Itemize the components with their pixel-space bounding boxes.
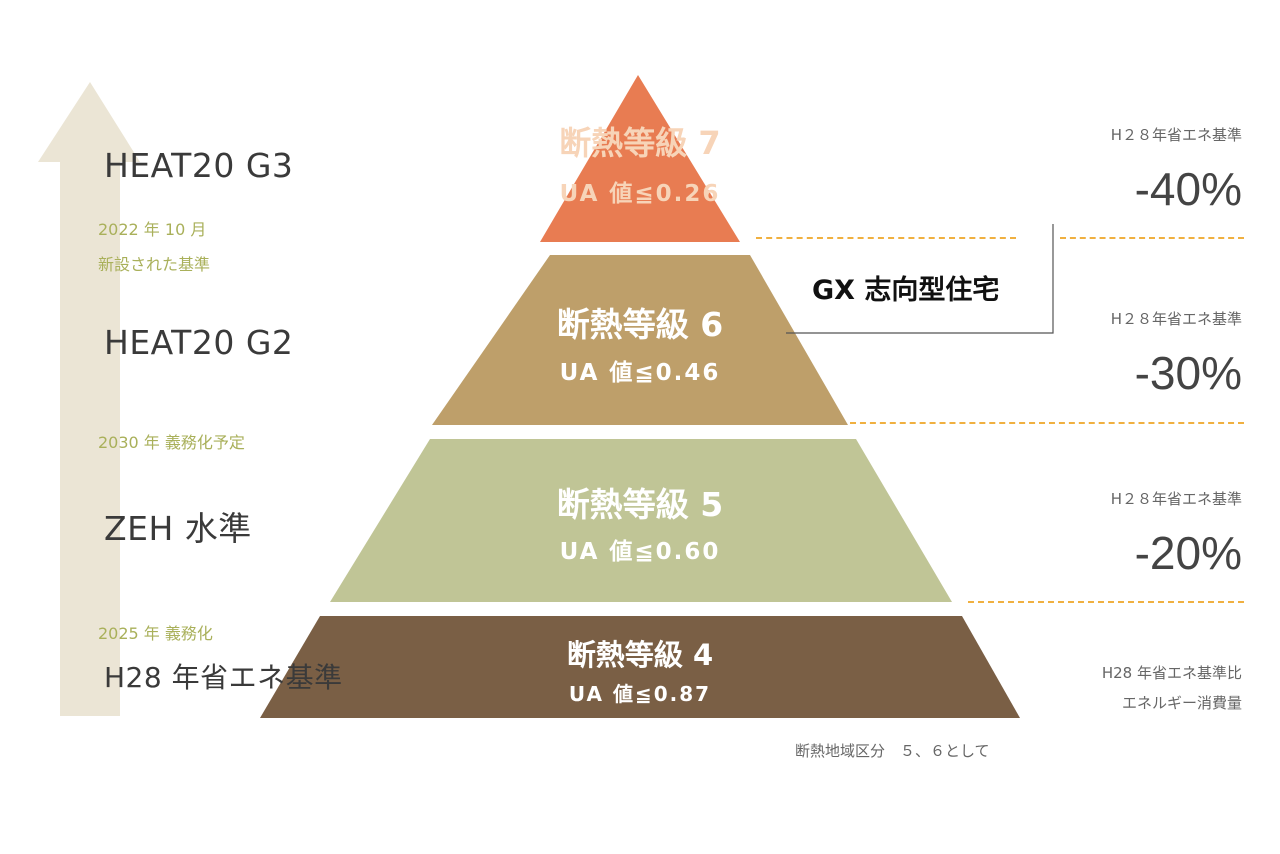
label-heat20-g2: HEAT20 G2 — [104, 323, 294, 362]
gx-label: GX 志向型住宅 — [812, 275, 1000, 306]
note-2030: 2030 年 義務化予定 — [98, 433, 245, 452]
tier-5-title: 断熱等級 5 — [556, 485, 724, 524]
tier-6-ua: UA 値≦0.46 — [559, 360, 721, 386]
right-5-value: -20% — [1134, 527, 1242, 579]
tier-5-ua: UA 値≦0.60 — [559, 539, 721, 565]
arrow-shape — [38, 82, 140, 716]
tier-6-shape — [432, 255, 848, 425]
footnote: 断熱地域区分 ５、６として — [795, 742, 990, 760]
tier-7-ua: UA 値≦0.26 — [559, 181, 721, 207]
dash-line-7 — [756, 237, 1016, 239]
right-4-line2: エネルギー消費量 — [1121, 694, 1242, 712]
dash-line-6 — [850, 422, 1244, 424]
note-2022-line1: 2022 年 10 月 — [98, 220, 207, 239]
right-4-line1: H28 年省エネ基準比 — [1101, 664, 1242, 682]
tier-4-ua: UA 値≦0.87 — [568, 682, 712, 706]
label-heat20-g3: HEAT20 G3 — [104, 146, 294, 185]
label-zeh: ZEH 水準 — [104, 509, 252, 548]
tier-7-title: 断熱等級 7 — [559, 124, 721, 162]
right-6-caption: H２８年省エネ基準 — [1110, 310, 1242, 328]
right-5-caption: H２８年省エネ基準 — [1110, 490, 1242, 508]
dash-line-5 — [968, 601, 1244, 603]
right-7-value: -40% — [1134, 163, 1242, 215]
tier-6-title: 断熱等級 6 — [556, 305, 724, 344]
tier-5-shape — [330, 439, 952, 602]
note-2022-line2: 新設された基準 — [98, 255, 211, 274]
gx-bracket — [786, 224, 1054, 334]
tier-4-title: 断熱等級 4 — [566, 638, 714, 672]
tier-4-shape — [260, 616, 1020, 718]
note-2025: 2025 年 義務化 — [98, 624, 213, 643]
right-6-value: -30% — [1134, 347, 1242, 399]
tier-7-shape — [540, 75, 740, 242]
dash-line-7b — [1060, 237, 1244, 239]
right-7-caption: H２８年省エネ基準 — [1110, 126, 1242, 144]
label-h28: H28 年省エネ基準 — [104, 661, 343, 694]
